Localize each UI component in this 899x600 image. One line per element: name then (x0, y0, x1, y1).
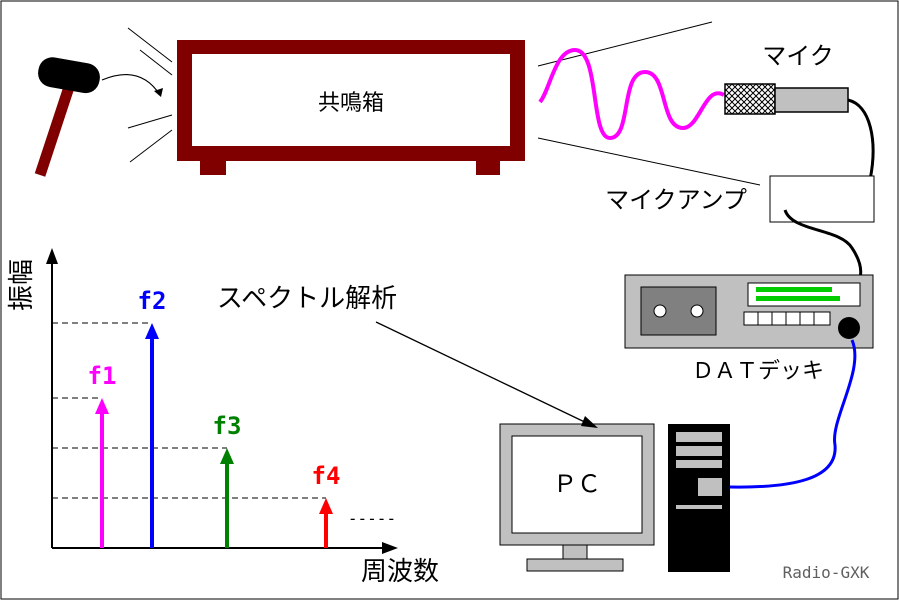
pc-tower (668, 424, 730, 572)
chart-gridlines (52, 322, 326, 499)
amp-dat-cable (783, 209, 863, 279)
mic-amp-label: マイクアンプ (605, 186, 747, 214)
resonance-box-label: 共鳴箱 (318, 91, 384, 116)
y-axis-arrowhead (46, 248, 58, 264)
analysis-pointer-head (581, 416, 598, 428)
analysis-pointer (375, 321, 594, 427)
dat-deck (624, 274, 874, 349)
spectrum-chart: f1 f2 f3 f4 ----- 周波数 振幅 (7, 248, 439, 587)
bar-label-f3: f3 (213, 412, 242, 440)
strike-arrowhead (154, 88, 163, 97)
spectrum-analysis-label: スペクトル解析 (217, 284, 397, 314)
dat-pc-cable (729, 339, 857, 489)
pc-label: ＰＣ (553, 470, 601, 498)
y-axis-label: 振幅 (7, 259, 37, 311)
credit-label: Radio-GXK (783, 563, 870, 582)
vibration-lines (127, 27, 173, 163)
microphone-icon (724, 83, 849, 115)
continuation-dashes: ----- (348, 509, 396, 528)
bar-arrowhead-f3 (220, 448, 234, 464)
x-axis-arrowhead (382, 542, 398, 554)
sound-cone-lines (537, 21, 761, 186)
mic-amp-box (769, 175, 875, 223)
sound-wave (538, 47, 725, 141)
bar-label-f2: f2 (138, 287, 167, 315)
bar-arrowhead-f2 (145, 323, 159, 339)
x-axis-label: 周波数 (361, 557, 439, 587)
strike-arrow (101, 73, 161, 96)
hammer-icon (34, 57, 100, 177)
resonance-box (177, 40, 525, 175)
pc-monitor (499, 423, 655, 572)
bar-arrowhead-f1 (95, 398, 109, 414)
bar-label-f4: f4 (312, 462, 341, 490)
chart-labels: f1 f2 f3 f4 (88, 287, 341, 490)
dat-deck-label: ＤＡＴデッキ (692, 359, 824, 384)
chart-bars (95, 323, 333, 548)
mic-label: マイク (762, 42, 834, 70)
bar-label-f1: f1 (88, 362, 117, 390)
bar-arrowhead-f4 (319, 498, 333, 514)
